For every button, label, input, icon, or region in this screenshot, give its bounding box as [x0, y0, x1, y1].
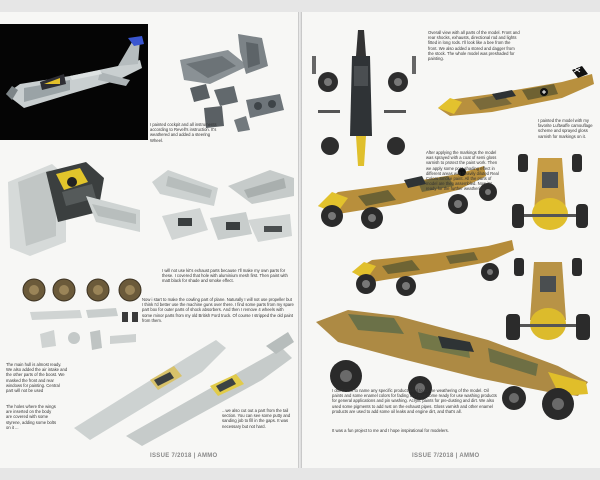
photo-camouflage-fuselage	[432, 64, 598, 122]
caption-holes: The holes where the wings are inserted o…	[6, 404, 57, 430]
caption-markings: After applying the markings the model wa…	[426, 150, 499, 192]
caption-tail: ...we also cut out a part from the tail …	[222, 408, 291, 429]
photo-side-view-car	[308, 152, 508, 232]
caption-weathering: I don't want to name any specific produc…	[332, 388, 497, 414]
photo-wheels-parts	[20, 276, 150, 364]
photo-fuselage-halves	[148, 160, 298, 268]
caption-cowling: Now i start to make the cowling part of …	[142, 297, 294, 323]
left-footer: ISSUE 7/2018 | AMMO	[150, 453, 218, 459]
photo-front-view-car-2	[498, 248, 598, 348]
caption-overall: Overall view with all parts of the model…	[428, 30, 520, 62]
page-gutter	[298, 12, 302, 468]
photo-side-view-car-2	[342, 232, 518, 298]
photo-two-fuselages	[66, 318, 296, 448]
caption-cockpit: I painted cockpit and all instruments ac…	[150, 122, 217, 143]
caption-camouflage: I painted the model with my favorite Luf…	[538, 118, 593, 139]
photo-cockpit-interior	[6, 152, 142, 260]
photo-final-model	[308, 292, 600, 424]
right-page: Overall view with all parts of the model…	[302, 12, 600, 468]
photo-exploded-view	[308, 26, 424, 176]
magazine-spread: I painted cockpit and all instruments ac…	[0, 12, 600, 468]
photo-fuselage-dark	[0, 24, 148, 140]
left-page: I painted cockpit and all instruments ac…	[0, 12, 298, 468]
photo-front-view-car	[502, 142, 598, 238]
caption-exhausts: I will not use kit's exhaust parts becau…	[162, 268, 288, 284]
caption-closing: It was a fun project to me and I hope in…	[332, 428, 449, 433]
caption-hull: The main hull is almost ready. We also a…	[6, 362, 68, 394]
right-footer: ISSUE 7/2018 | AMMO	[412, 453, 480, 459]
photo-cockpit-parts	[150, 30, 296, 138]
